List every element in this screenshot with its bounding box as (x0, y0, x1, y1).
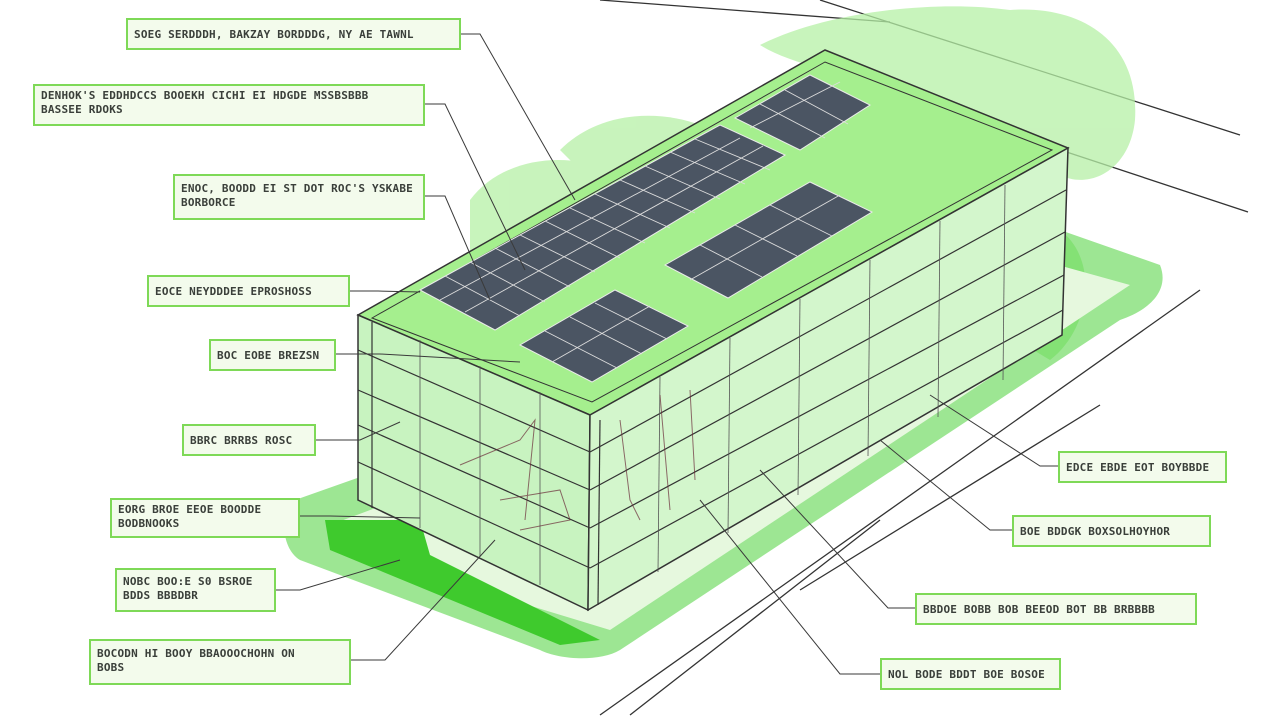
callout-label: EOCE NEYDDDEE EPROSHOSS (147, 275, 350, 307)
building-front-face (587, 146, 1069, 612)
callout-label: BOE BDDGK BOXSOLHOYHOR (1012, 515, 1211, 547)
callout-label: EDCE EBDE EOT BOYBBDE (1058, 451, 1227, 483)
solar-panel (518, 289, 690, 383)
leader-lines (276, 33, 1058, 675)
sketch-marks (459, 389, 696, 531)
callout-label: BBDOE BOBB BOB BEEOD BOT BB BRBBBB (915, 593, 1197, 625)
callout-label: BOCODN HI BOOY BBAOOOCHOHN ON BOBS (89, 639, 351, 685)
callout-label: SOEG SERDDDH, BAKZAY BORDDDG, NY AE TAWN… (126, 18, 461, 50)
callout-label: NOBC BOO:E S0 BSROE BDDS BBBDBR (115, 568, 276, 612)
callout-label: NOL BODE BDDT BOE BOSOE (880, 658, 1061, 690)
callout-label: BBRC BRRBS ROSC (182, 424, 316, 456)
callout-label: BOC EOBE BREZSN (209, 339, 336, 371)
callout-label: DENHOK'S EDDHDCCS BOOEKH CICHI EI HDGDE … (33, 84, 425, 126)
solar-panel (663, 181, 874, 299)
callout-label: ENOC, BOODD EI ST DOT ROC'S YSKABE BORBO… (173, 174, 425, 220)
solar-panels (418, 74, 874, 383)
solar-panel (733, 74, 872, 151)
callout-label: EORG BROE EEOE BOODDE BODBNOOKS (110, 498, 300, 538)
building (356, 49, 1070, 612)
